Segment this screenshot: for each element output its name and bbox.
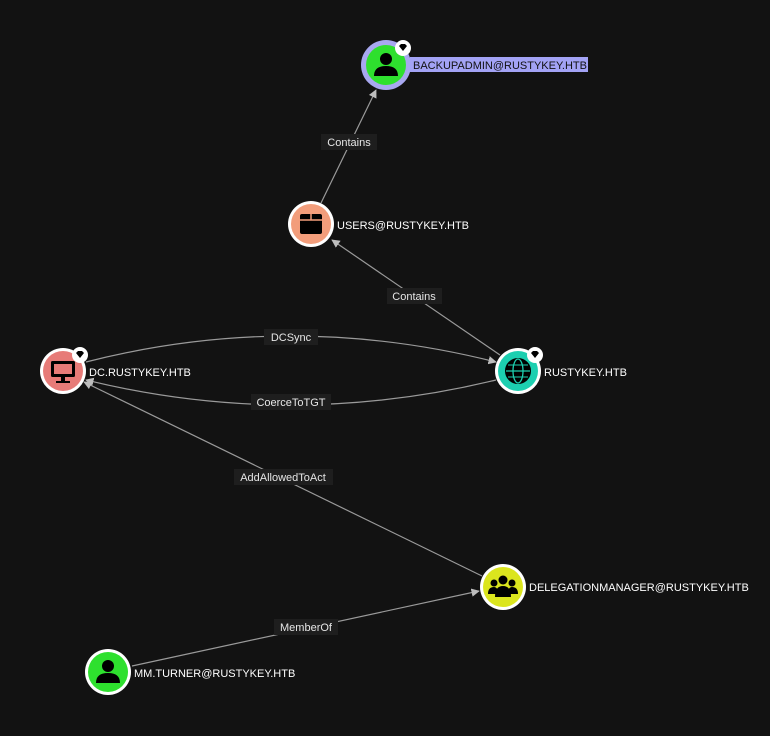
- globe-icon: [505, 358, 531, 384]
- computer-icon: [51, 361, 75, 383]
- node-label: DC.RUSTYKEY.HTB: [89, 367, 191, 379]
- edge-label: AddAllowedToAct: [240, 472, 326, 484]
- node-backupadmin[interactable]: BACKUPADMIN@RUSTYKEY.HTB: [361, 40, 588, 90]
- tier-zero-gem-icon: [395, 40, 411, 56]
- edge-label: Contains: [392, 291, 436, 303]
- tier-zero-gem-icon: [527, 347, 543, 363]
- edge-contains-rustykey-users[interactable]: Contains: [331, 239, 501, 356]
- node-label: DELEGATIONMANAGER@RUSTYKEY.HTB: [529, 582, 749, 594]
- group-icon: [488, 575, 518, 597]
- tier-zero-gem-icon: [72, 347, 88, 363]
- node-label: USERS@RUSTYKEY.HTB: [337, 220, 469, 232]
- edge-label: CoerceToTGT: [256, 397, 325, 409]
- edge-label: DCSync: [271, 332, 312, 344]
- edge-coercetotgt-rustykey-dc[interactable]: CoerceToTGT: [85, 377, 497, 410]
- node-dc[interactable]: DC.RUSTYKEY.HTB: [40, 347, 191, 394]
- node-users[interactable]: USERS@RUSTYKEY.HTB: [288, 201, 469, 247]
- node-mmturner[interactable]: MM.TURNER@RUSTYKEY.HTB: [85, 649, 295, 695]
- user-icon: [374, 53, 398, 76]
- edge-label: MemberOf: [280, 622, 333, 634]
- node-label: RUSTYKEY.HTB: [544, 367, 627, 379]
- node-delegationmanager[interactable]: DELEGATIONMANAGER@RUSTYKEY.HTB: [480, 564, 749, 610]
- user-icon: [96, 660, 120, 683]
- edge-memberof-mmturner-delegation[interactable]: MemberOf: [131, 588, 480, 667]
- node-rustykey[interactable]: RUSTYKEY.HTB: [495, 347, 627, 394]
- edge-addallowedtoact-delegation-dc[interactable]: AddAllowedToAct: [83, 381, 483, 577]
- node-label: BACKUPADMIN@RUSTYKEY.HTB: [413, 60, 587, 72]
- edge-dcsync-dc-rustykey[interactable]: DCSync: [85, 329, 497, 365]
- edge-label: Contains: [327, 137, 371, 149]
- node-label: MM.TURNER@RUSTYKEY.HTB: [134, 668, 295, 680]
- box-icon: [300, 214, 322, 234]
- edge-contains-users-backupadmin[interactable]: Contains: [320, 89, 377, 204]
